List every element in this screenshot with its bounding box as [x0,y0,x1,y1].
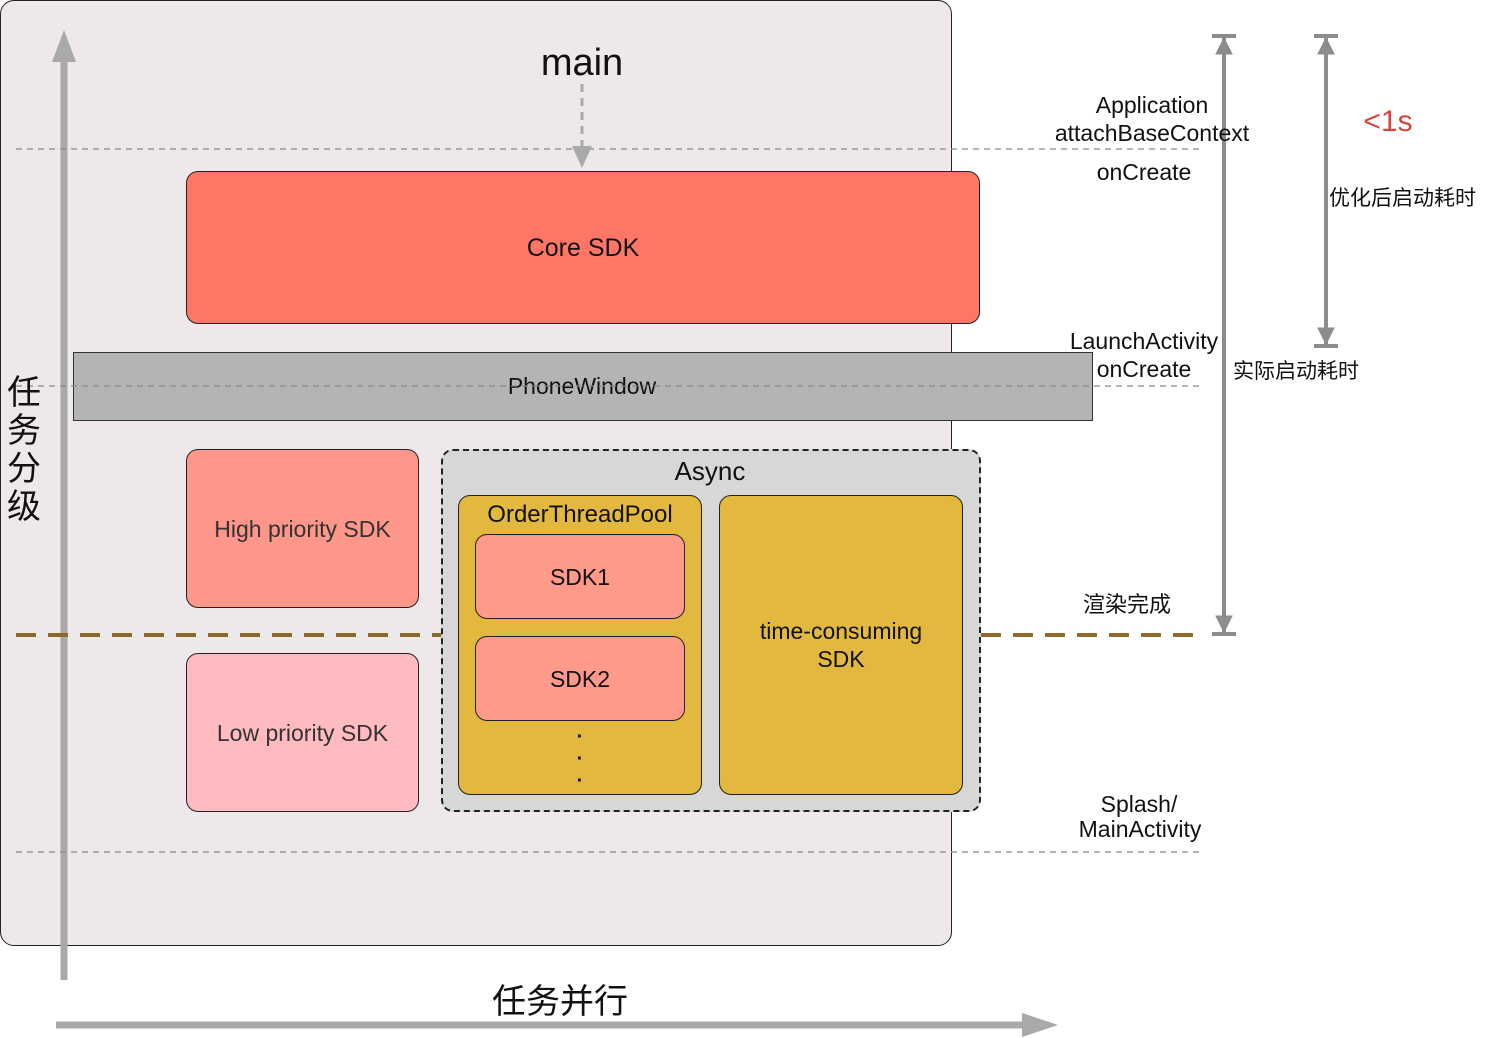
horizontal-axis-label: 任务并行 [492,982,628,1022]
order-thread-pool-label: OrderThreadPool [487,501,673,528]
optimized-duration-bar [1314,34,1338,348]
actual-startup-time-label: 实际启动耗时 [1233,359,1359,383]
stage-application-line2: attachBaseContext [1054,120,1250,146]
low-priority-sdk-box: Low priority SDK [186,653,419,812]
stage-render-done: 渲染完成 [1082,593,1171,618]
less-than-one-second: <1s [1363,105,1413,138]
stage-application-line1: Application [1095,92,1209,118]
async-label: Async [674,456,746,486]
time-consuming-label-1: time-consuming [759,618,923,644]
sdk2-box: SDK2 [475,636,685,721]
time-consuming-sdk-box [719,495,963,795]
main-label: main [540,42,624,84]
horizontal-axis-arrowhead [1022,1013,1058,1037]
actual-duration-bar [1212,34,1236,636]
stage-splash-line2: MainActivity [1078,816,1202,842]
sdk1-box: SDK1 [475,534,685,619]
vertical-axis-label: 任务分级 [7,373,41,527]
core-sdk-box: Core SDK [186,171,980,324]
more-sdk-ellipsis: · · · [576,726,584,792]
stage-splash-line1: Splash/ [1100,791,1178,817]
main-arrowhead [572,146,592,168]
stage-launch-line1: LaunchActivity [1069,328,1219,354]
vertical-axis-arrowhead [52,30,76,62]
stage-application-oncreate: onCreate [1096,159,1192,185]
time-consuming-label-2: SDK [817,646,865,672]
high-priority-sdk-box: High priority SDK [186,449,419,608]
optimized-startup-time-label: 优化后启动耗时 [1329,186,1476,210]
stage-launch-line2: onCreate [1096,356,1192,382]
